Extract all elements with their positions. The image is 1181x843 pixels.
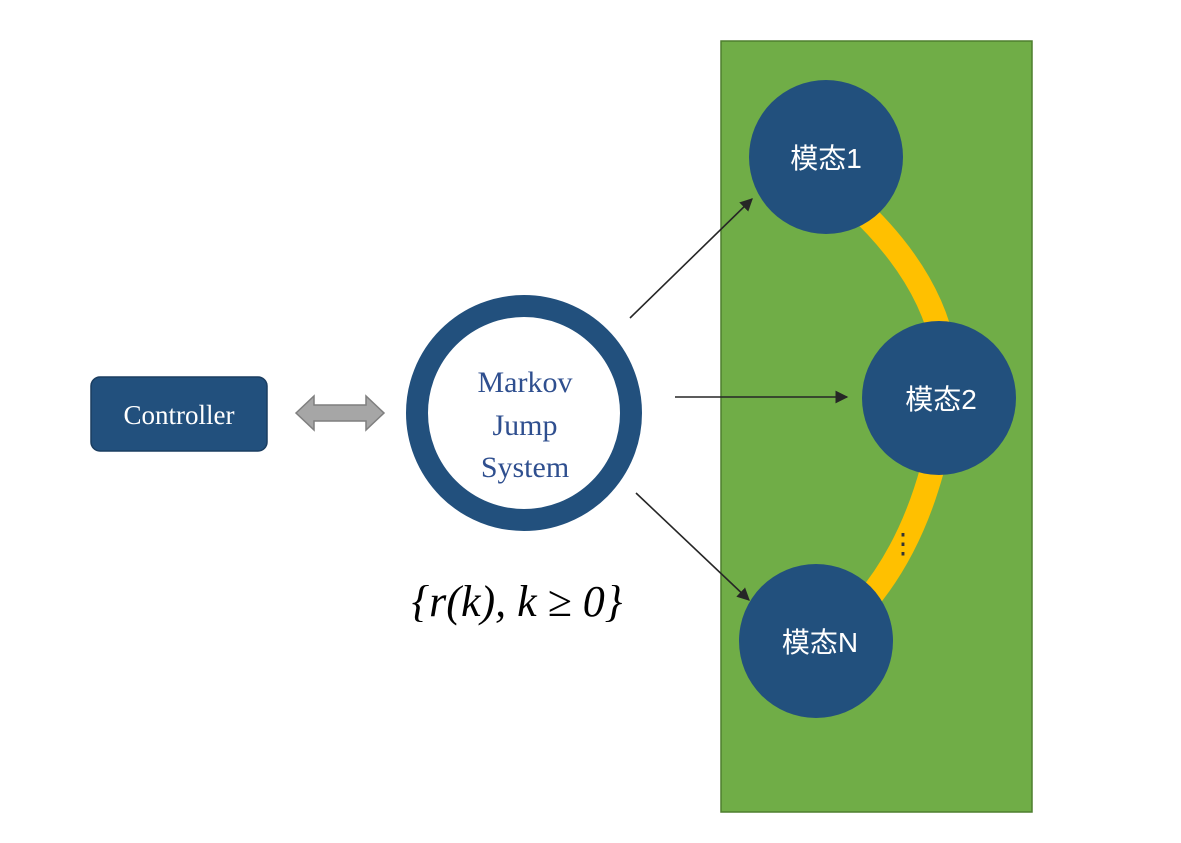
mode-1-node [749,80,903,234]
system-label-line-1: Markov [478,366,573,399]
mode-n-label: 模态N [782,627,858,658]
controller-label: Controller [124,400,235,430]
arrow-to-mode-1 [629,198,753,319]
mode-2-label: 模态2 [905,384,977,415]
mode-ellipsis: ⋮ [889,528,917,559]
state-process-formula: {r(k), k ≥ 0} [412,577,623,626]
system-label-line-2: Jump [492,409,557,442]
controller-box [90,376,268,452]
markov-system-ring [406,295,642,531]
bidirectional-arrow [294,394,386,432]
mode-chain-lower [855,466,944,611]
mode-n-node [739,564,893,718]
mode-1-label: 模态1 [790,143,862,174]
system-label-line-3: System [481,451,569,484]
mode-2-node [862,321,1016,475]
arrow-to-mode-n [635,492,750,601]
